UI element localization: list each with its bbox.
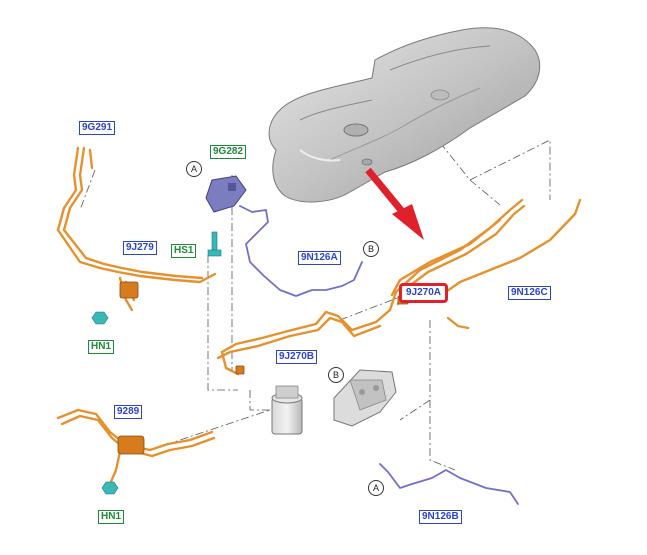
fuel-tank <box>268 27 541 203</box>
callout-9j270b: 9J270B <box>276 350 318 364</box>
nut-hn1 <box>91 311 119 495</box>
callout-9n126b: 9N126B <box>419 510 462 524</box>
fuel-line-connectors <box>117 281 409 455</box>
callout-9n126c: 9N126C <box>508 286 551 300</box>
callout-9289: 9289 <box>114 405 143 419</box>
fuel-filter <box>271 385 303 435</box>
callout-9g282: 9G282 <box>210 145 247 159</box>
callout-9n126a: 9N126A <box>298 251 341 265</box>
bracket-9g282 <box>205 175 247 213</box>
marker-b-top: B <box>363 241 379 257</box>
callout-9j270a-highlighted: 9J270A <box>399 283 449 303</box>
vapour-lines <box>239 205 519 505</box>
callout-hn1-bottom: HN1 <box>98 510 125 524</box>
callout-9g291: 9G291 <box>79 121 116 135</box>
callout-hs1: HS1 <box>171 244 197 258</box>
bolt-hs1 <box>207 231 222 257</box>
marker-a-top: A <box>186 161 202 177</box>
marker-b-mid: B <box>328 367 344 383</box>
callout-9j279: 9J279 <box>123 241 157 255</box>
detail-b-component <box>333 369 397 427</box>
marker-a-bottom: A <box>368 480 384 496</box>
callout-hn1-top: HN1 <box>88 340 115 354</box>
red-arrow-icon <box>365 167 424 240</box>
